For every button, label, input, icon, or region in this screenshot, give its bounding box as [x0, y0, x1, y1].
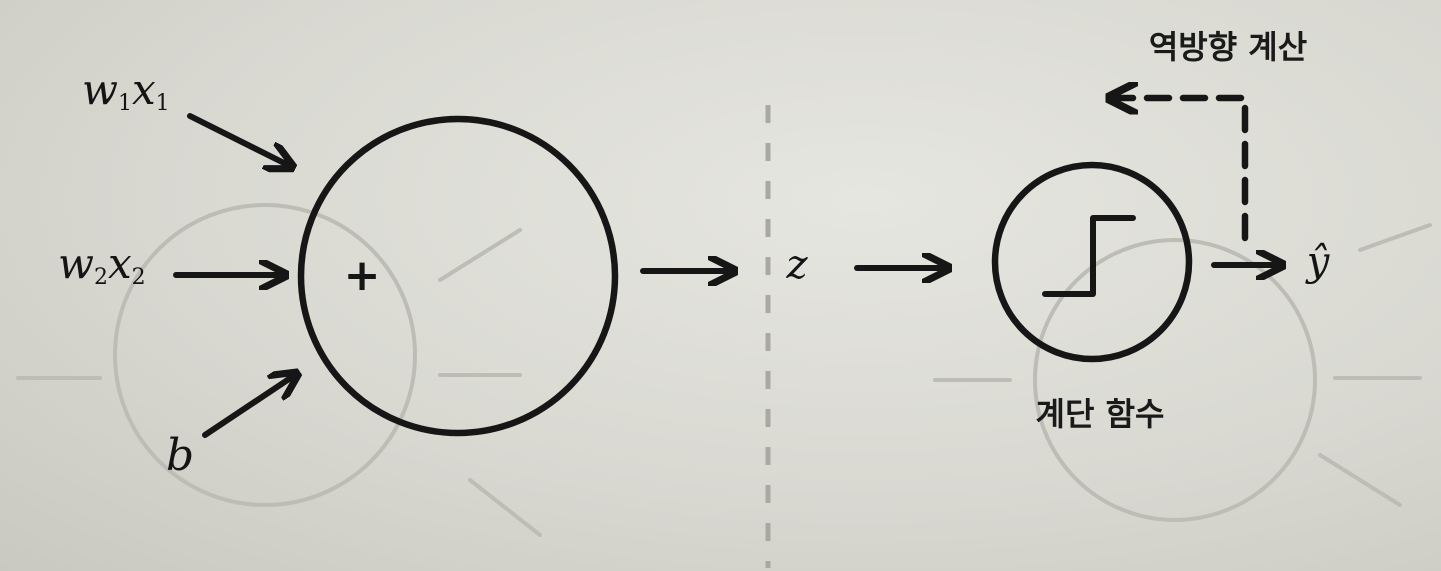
sum-node-plus-sign: +	[344, 250, 381, 301]
step-function-icon	[1042, 215, 1136, 297]
arrow-bias-to-sum	[202, 375, 295, 438]
input-label-w1x1: w1x1	[82, 65, 170, 116]
step-function-circle	[991, 161, 1193, 363]
input-label-bias: b	[166, 430, 194, 481]
input-label-w2x2: w2x2	[58, 239, 146, 290]
sum-node-circle	[297, 115, 619, 437]
step-function-label: 계단 함수	[1036, 395, 1165, 433]
z-label: z	[785, 242, 808, 288]
arrow-w1x1-to-sum	[187, 113, 290, 166]
output-label-yhat: ŷ	[1305, 239, 1331, 285]
backward-computation-dashed-arrow	[1112, 98, 1249, 242]
bleed-through-background	[16, 203, 1432, 537]
backward-computation-label: 역방향 계산	[1149, 28, 1307, 66]
